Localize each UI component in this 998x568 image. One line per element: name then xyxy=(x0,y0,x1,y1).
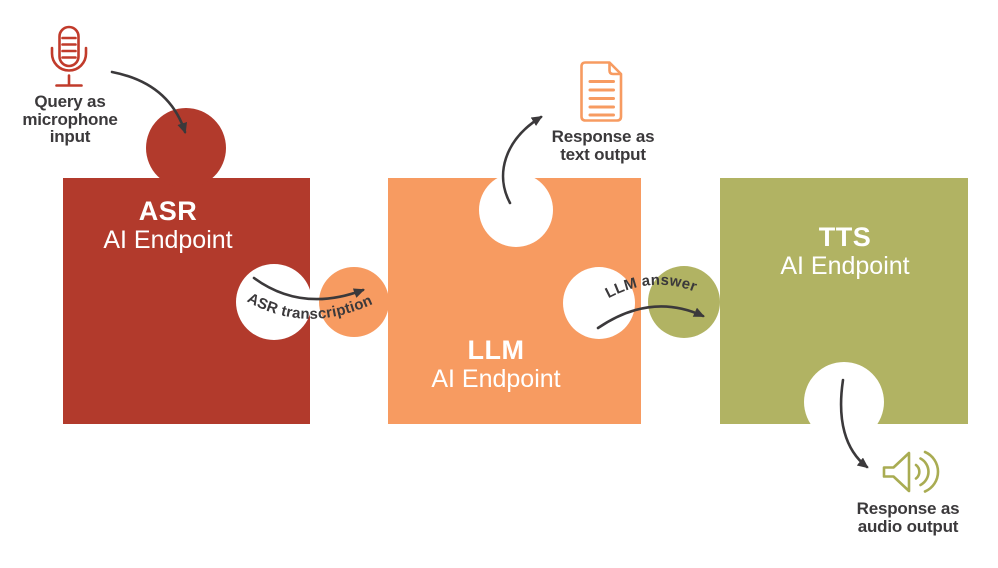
asr-puzzle-piece xyxy=(63,108,312,424)
tts-puzzle-piece xyxy=(648,178,968,442)
speaker-icon xyxy=(882,450,940,493)
asr-right-notch xyxy=(236,264,312,340)
mic-to-asr-arrow xyxy=(110,70,187,134)
tts-piece-label: TTS AI Endpoint xyxy=(725,223,965,281)
llm-piece-label: LLM AI Endpoint xyxy=(376,336,616,394)
microphone-icon xyxy=(50,25,88,87)
tts-title: TTS xyxy=(818,222,872,252)
tts-subtitle: AI Endpoint xyxy=(780,252,910,280)
llm-to-text-arrow xyxy=(501,115,543,205)
asr-piece-label: ASR AI Endpoint xyxy=(48,197,288,255)
asr-subtitle: AI Endpoint xyxy=(103,226,233,254)
tts-left-knob xyxy=(648,266,720,338)
flow-arrows xyxy=(110,70,869,469)
llm-right-notch xyxy=(563,267,635,339)
asr-title: ASR xyxy=(138,196,198,226)
document-icon xyxy=(580,61,623,122)
asr-top-knob xyxy=(146,108,226,188)
llm-left-knob xyxy=(319,267,389,337)
asr-to-llm-arrow xyxy=(252,276,365,301)
microphone-input-caption: Query as microphone input xyxy=(22,92,118,146)
llm-title: LLM xyxy=(467,335,525,365)
text-output-caption: Response as text output xyxy=(551,127,655,164)
llm-to-tts-arrow xyxy=(596,305,705,330)
llm-subtitle: AI Endpoint xyxy=(431,365,561,393)
llm-puzzle-piece xyxy=(319,173,641,424)
audio-output-caption: Response as audio output xyxy=(856,499,960,536)
tts-to-audio-arrow xyxy=(839,378,869,469)
tts-bottom-notch xyxy=(804,362,884,442)
llm-top-notch xyxy=(479,173,553,247)
